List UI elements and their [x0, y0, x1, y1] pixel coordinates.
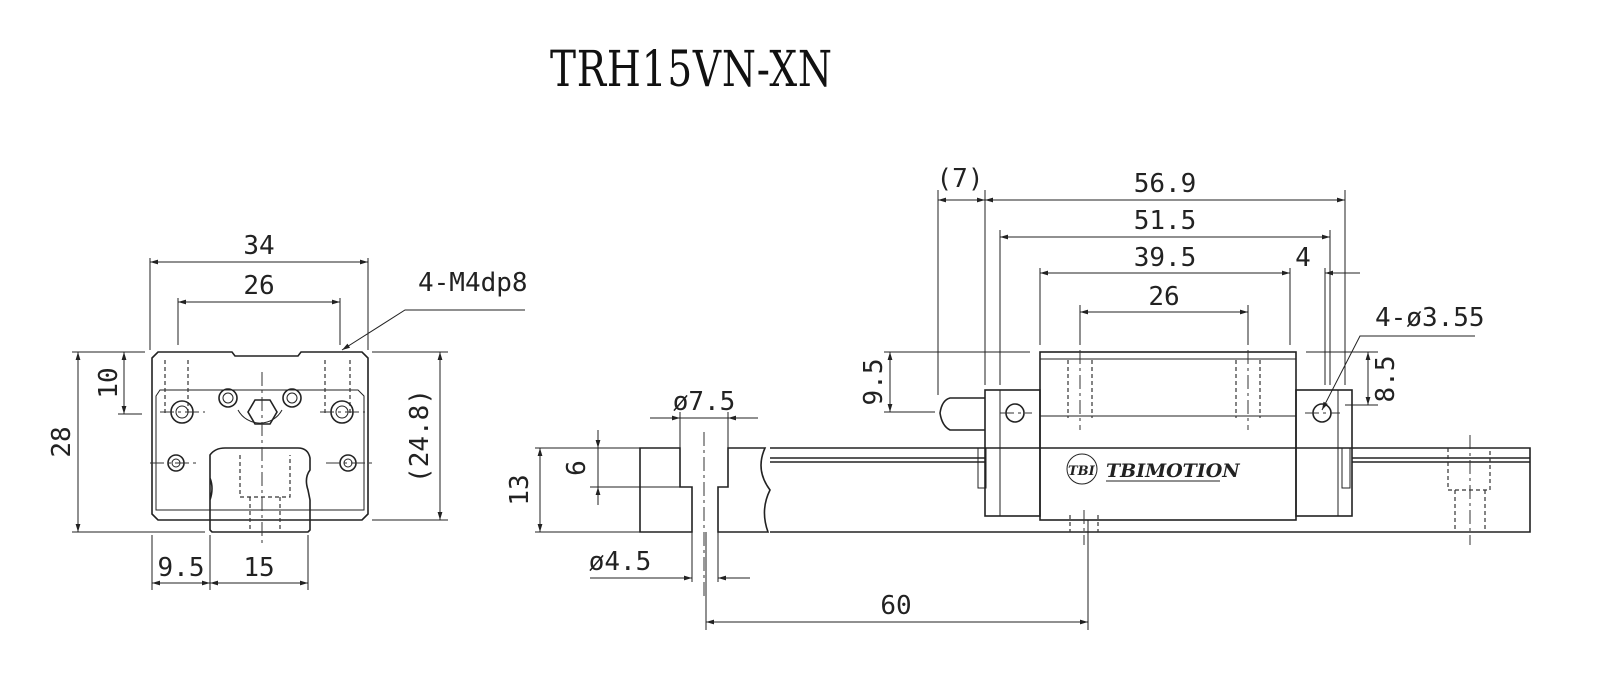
- front-view: [72, 258, 525, 590]
- side-view: [770, 190, 1531, 545]
- logo-text: TBIMOTION: [1106, 460, 1240, 482]
- rail-section: [535, 412, 1089, 630]
- dim-counterbore-depth: 6: [562, 460, 592, 476]
- dim-side-offset: 9.5: [158, 553, 205, 583]
- dim-block-height: (24.8): [405, 389, 435, 483]
- dim-hole-dia: ø4.5: [589, 547, 652, 577]
- dim-width-total: 34: [243, 231, 274, 261]
- dim-hole-pitch-front: 26: [243, 271, 274, 301]
- dim-rail-width: 15: [243, 553, 274, 583]
- dim-body-length: 39.5: [1134, 243, 1197, 273]
- tbi-logo-icon: [1066, 453, 1098, 485]
- dim-hole-height: 8.5: [1371, 356, 1401, 403]
- hole-callout: 4-ø3.55: [1375, 303, 1485, 333]
- dim-rail-height: 13: [505, 474, 535, 505]
- dim-nipple-height: 9.5: [859, 359, 889, 406]
- dim-hole-pitch-side: 26: [1148, 282, 1179, 312]
- dim-height-total: 28: [47, 426, 77, 457]
- dim-counterbore-dia: ø7.5: [673, 387, 736, 417]
- logo-badge: TBI: [1068, 464, 1096, 479]
- drawing-title: TRH15VN-XN: [550, 40, 833, 98]
- dim-hole-pitch-rail: 60: [880, 591, 911, 621]
- dim-length-without-nipple: 51.5: [1134, 206, 1197, 236]
- thread-callout: 4-M4dp8: [418, 268, 528, 298]
- dim-hole-depth-offset: 10: [94, 367, 124, 398]
- dim-end-seal: 4: [1295, 243, 1311, 273]
- dim-overall-length: 56.9: [1134, 169, 1197, 199]
- dim-nipple-length: (7): [937, 164, 984, 194]
